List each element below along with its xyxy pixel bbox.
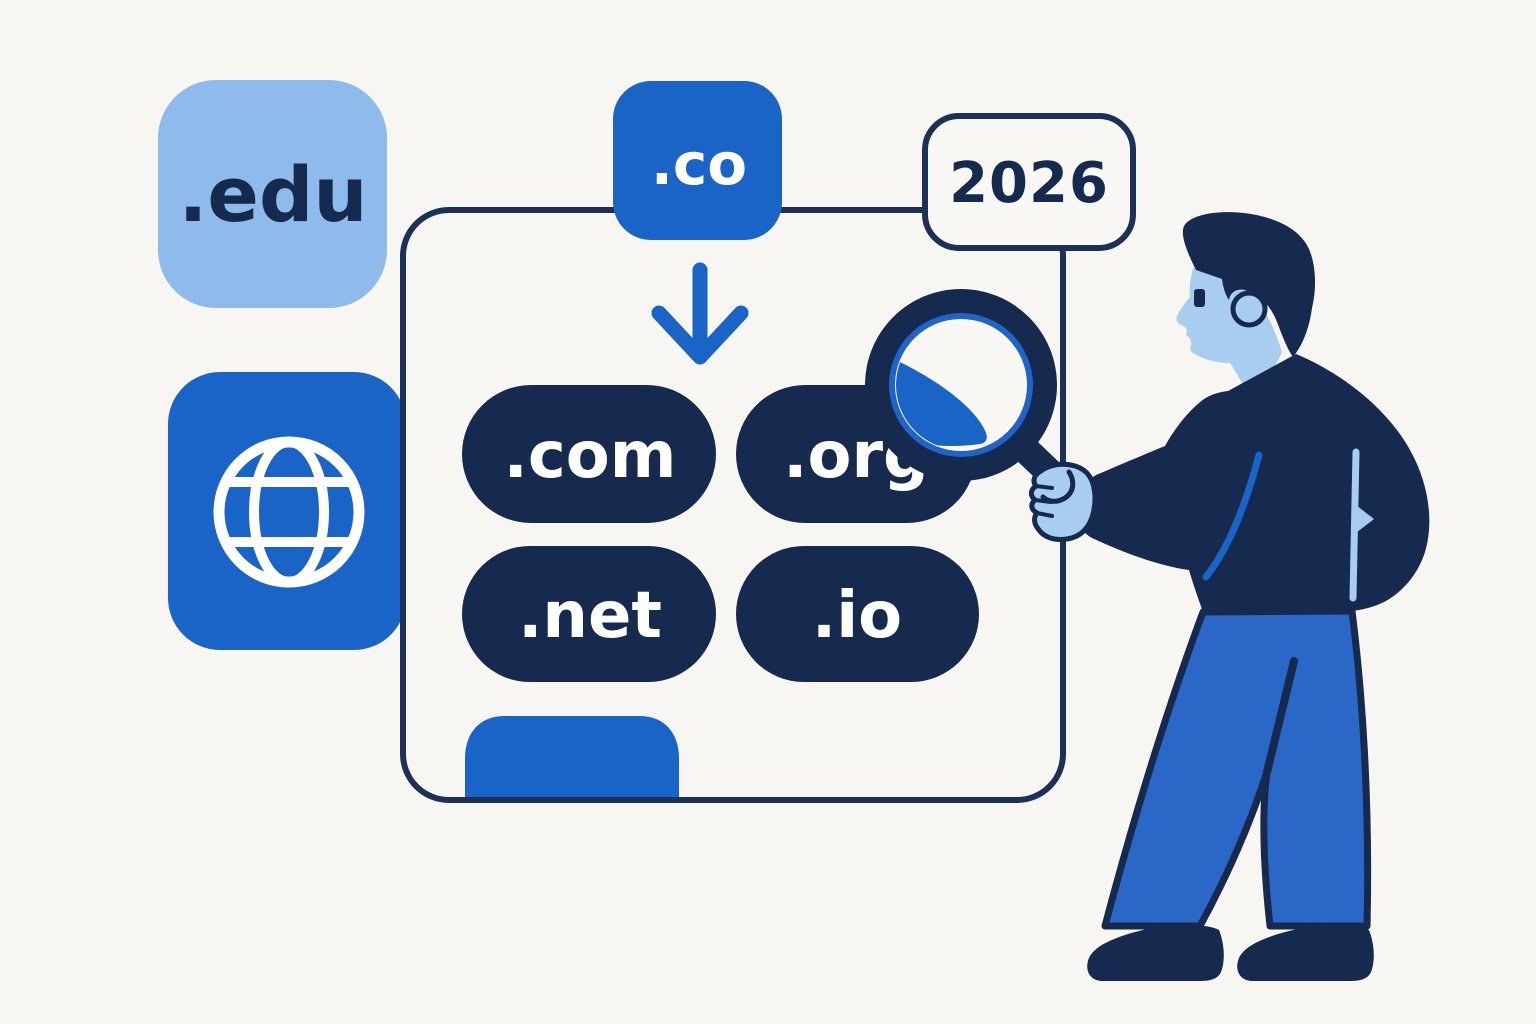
person-back-elbow-notch <box>1352 502 1374 536</box>
pill-net-label: .net <box>518 579 662 653</box>
person-left-shoe <box>1087 924 1224 981</box>
person-finger-lines <box>1033 484 1054 518</box>
down-arrow-icon <box>651 262 749 365</box>
person-ear <box>1230 290 1268 328</box>
pill-net-background <box>462 546 716 682</box>
person-hand <box>1028 461 1098 542</box>
year-badge-label: 2026 <box>949 151 1109 216</box>
pill-io-label: .io <box>812 579 902 653</box>
person-eye <box>1194 289 1205 307</box>
pill-com: .com <box>462 385 716 523</box>
edu-tile-label: .edu <box>179 150 368 239</box>
person <box>1075 212 1430 981</box>
person-right-shoe <box>1237 924 1374 981</box>
pill-com-label: .com <box>504 419 677 493</box>
person-pants-seam <box>1263 657 1298 776</box>
year-badge: 2026 <box>922 113 1136 251</box>
co-tile-background <box>613 81 782 240</box>
edu-tile-background <box>158 80 387 308</box>
pill-net: .net <box>462 546 716 682</box>
pill-com-background <box>462 385 716 523</box>
person-hair <box>1182 212 1316 357</box>
co-tile-label: .co <box>651 130 747 198</box>
globe-icon <box>213 436 365 588</box>
co-tile: .co <box>613 81 782 240</box>
year-badge-background <box>922 113 1136 251</box>
globe-tile-background <box>168 372 406 650</box>
card-bottom-tab <box>465 716 679 800</box>
globe-tile <box>168 372 406 650</box>
person-arm-accent <box>1202 451 1263 581</box>
edu-tile: .edu <box>158 80 387 308</box>
pill-io-background <box>736 546 979 682</box>
person-hand-fist <box>1028 461 1098 542</box>
pill-io: .io <box>736 546 979 682</box>
